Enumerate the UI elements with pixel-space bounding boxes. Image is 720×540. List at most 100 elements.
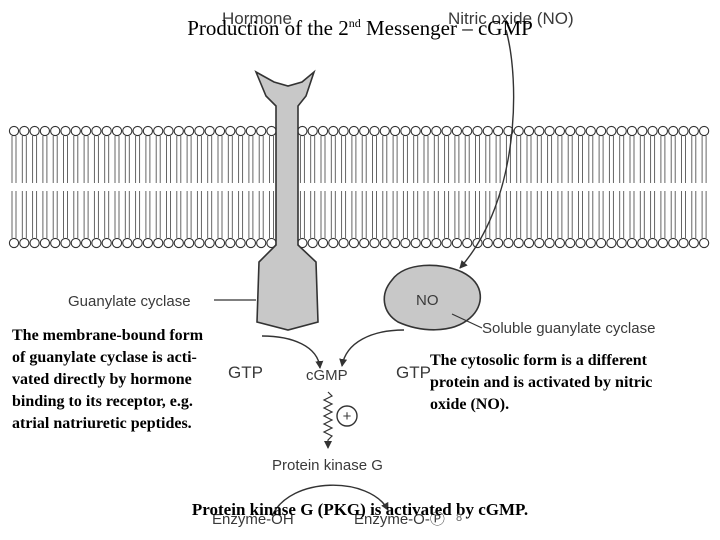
lipid-head (256, 237, 267, 249)
lipid-tail (588, 136, 594, 183)
lipid-head (317, 125, 329, 137)
lipid-tail (299, 191, 305, 238)
lipid-tail (372, 136, 377, 183)
lipid-head (513, 237, 524, 249)
lipid-tail (464, 136, 470, 183)
lipid-head (8, 125, 20, 137)
lipid-tail (248, 136, 254, 183)
lipid-tail (681, 136, 686, 183)
lipid-tail (114, 191, 120, 238)
lipid-tail (21, 191, 27, 238)
lipid-head (585, 125, 596, 137)
lipid-head (534, 125, 545, 137)
lipid-tail (269, 191, 274, 238)
lipid-head (369, 125, 380, 137)
lipid-head (492, 125, 504, 137)
lipid-head (142, 125, 154, 137)
lipid-tail (639, 136, 645, 183)
lipid-head (101, 125, 112, 137)
lipid-tail (299, 136, 305, 183)
guanylate-cyclase-receptor (254, 69, 319, 331)
lipid-head (307, 125, 318, 137)
lipid-head (8, 237, 20, 249)
lipid-tail (516, 191, 522, 238)
lipid-head (338, 237, 349, 249)
lipid-tail (608, 136, 614, 183)
gtp-left-label: GTP (228, 363, 263, 382)
lipid-tail (238, 191, 244, 238)
lipid-head (606, 125, 617, 137)
lipid-tail (11, 191, 17, 238)
lipid-tail (547, 191, 553, 238)
lipid-tail (83, 136, 89, 183)
lipid-tail (619, 136, 625, 183)
lipid-head (307, 237, 318, 249)
lipid-head (431, 237, 442, 249)
lipid-head (101, 237, 112, 249)
nitric-oxide-arrow (459, 29, 515, 269)
lipid-head (359, 237, 370, 249)
cell-membrane (8, 125, 710, 249)
activation-wavy-arrow (322, 391, 334, 449)
lipid-head (153, 125, 164, 137)
lipid-head (60, 125, 71, 137)
lipid-head (379, 125, 390, 137)
lipid-tail (567, 136, 573, 183)
lipid-tail (166, 191, 171, 238)
protein-kinase-g-label: Protein kinase G (272, 457, 383, 474)
lipid-head (297, 125, 308, 137)
lipid-head (554, 125, 566, 137)
lipid-tail (155, 136, 161, 183)
lipid-tail (341, 191, 347, 238)
lipid-head (482, 237, 493, 249)
lipid-tail (310, 191, 316, 238)
lipid-tail (402, 136, 408, 183)
lipid-head (132, 237, 143, 249)
lipid-head (410, 237, 421, 249)
lipid-head (410, 125, 421, 137)
lipid-head (163, 237, 174, 249)
lipid-tail (104, 136, 110, 183)
lipid-head (668, 125, 679, 137)
lipid-head (637, 237, 648, 249)
lipid-tail (207, 136, 213, 183)
lipid-head (183, 237, 195, 249)
lipid-head (554, 237, 566, 249)
lipid-tail (124, 136, 130, 183)
lipid-head (225, 125, 236, 137)
lipid-head (544, 125, 555, 137)
lipid-tail (73, 136, 79, 183)
lipid-head (492, 237, 504, 249)
lipid-head (451, 237, 463, 249)
lipid-tail (32, 136, 38, 183)
lipid-tail (670, 136, 676, 183)
lipid-tail (433, 191, 439, 238)
lipid-tail (526, 191, 532, 238)
lipid-tail (83, 191, 89, 238)
lipid-tail (42, 191, 48, 238)
lipid-head (328, 237, 339, 249)
lipid-head (50, 237, 61, 249)
lipid-head (29, 237, 40, 249)
lipid-head (194, 237, 205, 249)
lipid-tail (104, 191, 110, 238)
pkg-activation-caption: Protein kinase G (PKG) is activated by c… (191, 500, 529, 519)
lipid-head (698, 237, 710, 249)
lipid-head (194, 125, 205, 137)
lipid-tail (485, 191, 491, 238)
lipid-head (698, 125, 710, 137)
lipid-head (575, 125, 586, 137)
lipid-head (245, 125, 257, 137)
lipid-tail (382, 136, 388, 183)
plus-circle (336, 405, 358, 427)
enzyme-p-label: Enzyme-O-Ⓟ (354, 511, 445, 528)
lipid-tail (52, 191, 58, 238)
lipid-head (19, 125, 30, 137)
lipid-head (111, 125, 123, 137)
lipid-tail (598, 136, 604, 183)
lipid-head (441, 125, 452, 137)
lipid-head (657, 237, 669, 249)
lipid-head (595, 125, 607, 137)
plus-sign: + (343, 408, 352, 425)
lipid-tail (475, 191, 480, 238)
